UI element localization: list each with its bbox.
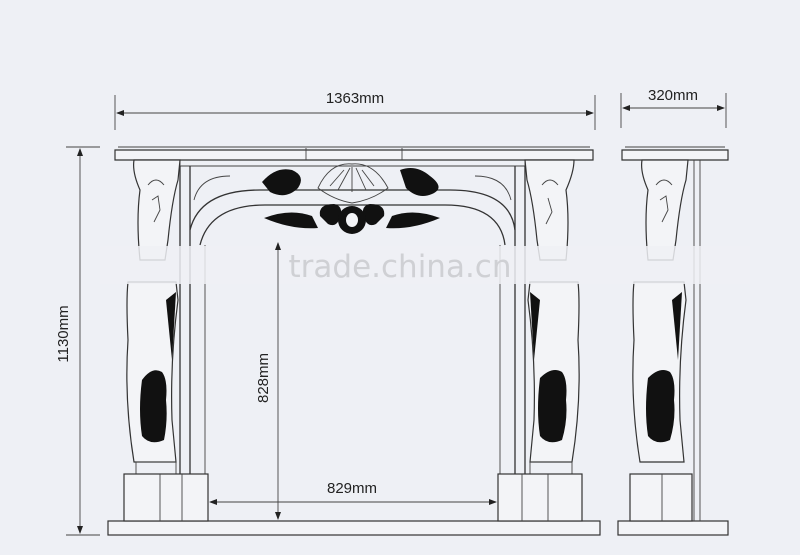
dimension-opening-width: 829mm	[209, 480, 497, 505]
left-pilaster	[123, 159, 209, 522]
frieze-arch	[179, 166, 526, 475]
watermark-text: trade.china.cn	[289, 249, 512, 285]
side-base-plinth	[617, 520, 729, 536]
right-pilaster	[497, 159, 583, 522]
front-view	[107, 146, 601, 536]
watermark-band	[100, 246, 750, 284]
dimension-overall-width: 1363mm	[114, 90, 596, 130]
dimension-overall-height: 1130mm	[55, 146, 100, 536]
opening-width-label: 829mm	[327, 480, 377, 497]
overall-width-label: 1363mm	[326, 90, 384, 107]
central-carving	[262, 163, 440, 234]
overall-height-label: 1130mm	[55, 305, 72, 362]
side-view	[617, 146, 729, 536]
dimension-opening-height: 828mm	[255, 242, 281, 520]
dimension-depth: 320mm	[620, 87, 727, 128]
base-plinth	[107, 520, 601, 536]
mantel-shelf	[114, 146, 594, 167]
opening-height-label: 828mm	[255, 353, 272, 403]
depth-label: 320mm	[648, 87, 698, 104]
